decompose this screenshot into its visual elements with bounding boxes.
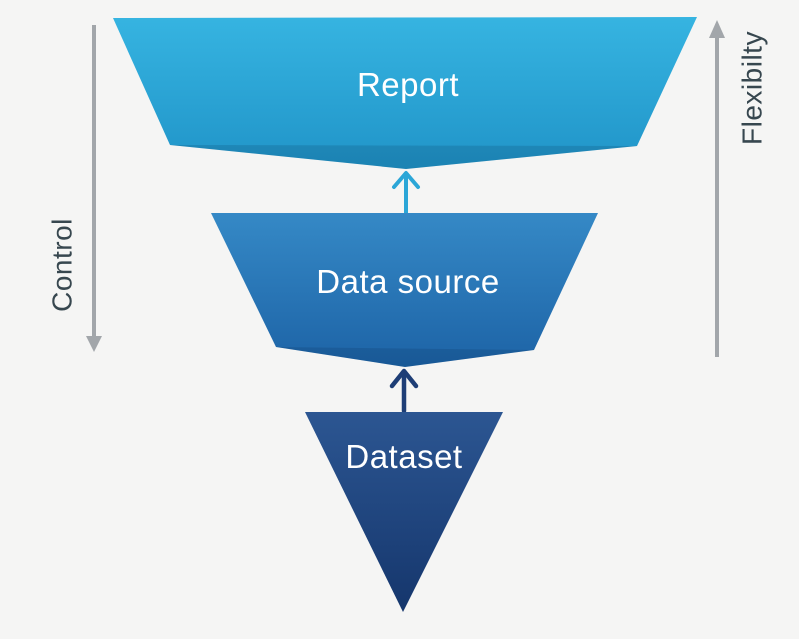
dataset-shape xyxy=(305,412,503,612)
up-arrow-datasource-to-report-icon xyxy=(392,171,420,215)
report-shape-fold-shadow xyxy=(170,145,637,169)
report-label: Report xyxy=(357,66,459,103)
datasource-shape xyxy=(211,213,598,367)
control-axis-label: Control xyxy=(47,218,78,312)
datasource-label: Data source xyxy=(316,263,499,300)
report-shape xyxy=(113,17,697,169)
funnel-level-dataset: Dataset xyxy=(305,412,503,612)
funnel-level-report: Report xyxy=(113,17,697,169)
flexibility-axis-label: Flexibilty xyxy=(737,31,768,145)
funnel-level-datasource: Data source xyxy=(211,213,598,367)
datasource-shape-fold-shadow xyxy=(276,347,534,367)
navy-arrow-head xyxy=(389,368,419,389)
flexibility-axis: Flexibilty xyxy=(709,20,768,357)
control-axis: Control xyxy=(47,25,102,352)
dataset-label: Dataset xyxy=(345,438,462,475)
control-axis-arrowhead-down-icon xyxy=(86,336,102,352)
cyan-arrow-head xyxy=(392,171,420,189)
flexibility-axis-arrowhead-up-icon xyxy=(709,20,725,38)
up-arrow-dataset-to-datasource-icon xyxy=(389,368,419,414)
